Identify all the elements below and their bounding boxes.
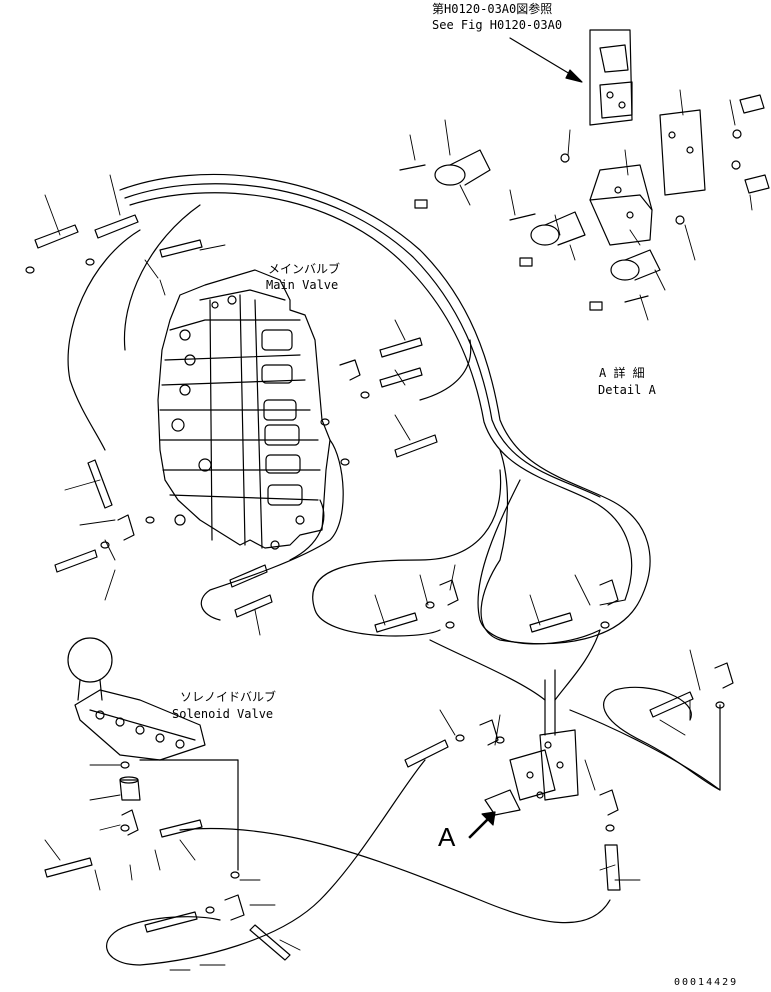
detail-a-assembly bbox=[399, 29, 770, 311]
solenoid-valve-label-jp: ソレノイドバルブ bbox=[180, 690, 277, 704]
hose-lines bbox=[67, 173, 721, 966]
detail-a-label-en: Detail A bbox=[598, 383, 656, 397]
view-a-arrow bbox=[468, 811, 496, 839]
main-valve-label-jp: メインバルブ bbox=[268, 262, 341, 276]
solenoid-valve-label-en: Solenoid Valve bbox=[172, 707, 274, 721]
reference-arrow bbox=[509, 37, 583, 83]
junction-block bbox=[484, 729, 579, 816]
leader-lines bbox=[44, 89, 753, 971]
view-a-marker: A bbox=[438, 822, 456, 852]
main-valve bbox=[157, 269, 331, 550]
solenoid-valve bbox=[67, 637, 206, 801]
reference-label-jp: 第H0120-03A0図参照 bbox=[432, 2, 553, 16]
reference-label-en: See Fig H0120-03A0 bbox=[432, 18, 563, 32]
detail-a-label-jp: A 詳 細 bbox=[599, 366, 645, 380]
fittings bbox=[25, 214, 734, 961]
drawing-number: 00014429 bbox=[674, 977, 739, 988]
main-valve-label-en: Main Valve bbox=[266, 278, 339, 292]
